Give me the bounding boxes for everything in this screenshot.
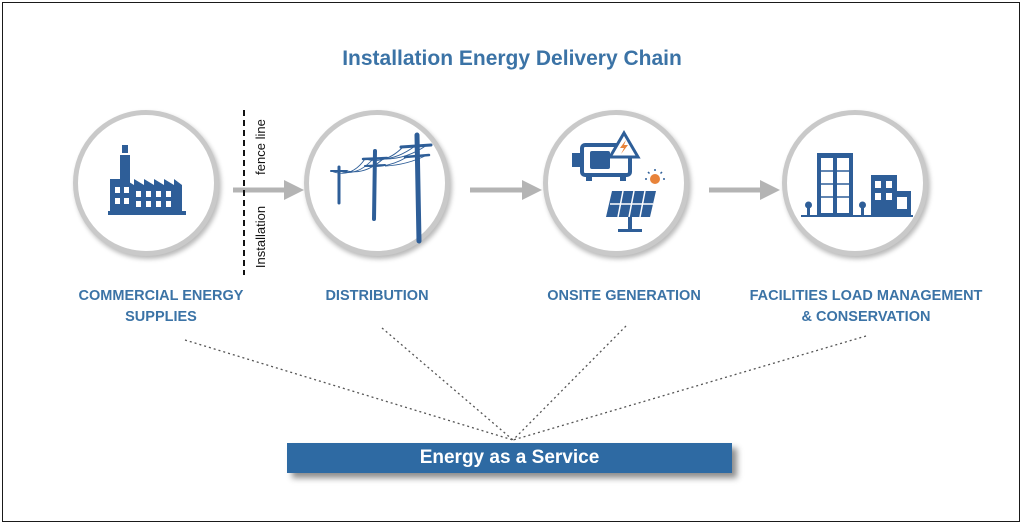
stage-label-onsite-generation: ONSITE GENERATION xyxy=(516,286,732,307)
flow-arrow-2 xyxy=(470,180,542,200)
stage-label-line2: SUPPLIES xyxy=(125,309,197,325)
generator-solar-icon xyxy=(572,130,665,232)
stage-label-line1: DISTRIBUTION xyxy=(325,288,429,304)
stage-label-line2: & CONSERVATION xyxy=(801,309,931,325)
flow-arrow-1 xyxy=(233,180,304,200)
stage-label-line1: FACILITIES LOAD MANAGEMENT xyxy=(749,288,983,304)
buildings-icon xyxy=(801,153,913,217)
flow-arrow-3 xyxy=(709,180,780,200)
stage-label-line1: ONSITE GENERATION xyxy=(547,288,701,304)
factory-icon xyxy=(108,145,186,215)
stage-circle-onsite-generation xyxy=(543,110,689,256)
stage-label-distribution: DISTRIBUTION xyxy=(284,286,470,307)
installation-label: Installation xyxy=(253,205,268,269)
fence-line-label: fence line xyxy=(253,119,268,175)
stage-circle-facilities xyxy=(782,110,928,256)
dotted-connectors xyxy=(184,325,867,441)
stage-circle-distribution xyxy=(304,110,450,256)
stage-circle-commercial xyxy=(73,110,219,256)
power-lines-icon xyxy=(330,132,433,244)
stage-label-facilities: FACILITIES LOAD MANAGEMENT & CONSERVATIO… xyxy=(736,286,996,328)
energy-as-a-service-bar: Energy as a Service xyxy=(287,443,732,473)
stage-label-line1: COMMERCIAL ENERGY xyxy=(78,288,244,304)
stage-label-commercial: COMMERCIAL ENERGY SUPPLIES xyxy=(46,286,276,328)
diagram-title: Installation Energy Delivery Chain xyxy=(342,47,682,70)
